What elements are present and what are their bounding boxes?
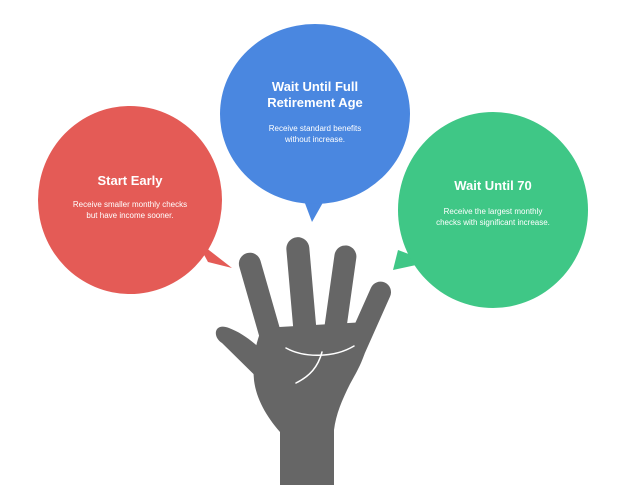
start-early-title: Start Early bbox=[97, 173, 163, 188]
full-retirement-title: Wait Until Full Retirement Age bbox=[267, 79, 363, 110]
wait-70-description: Receive the largest monthly checks with … bbox=[436, 207, 550, 227]
palm-line bbox=[295, 351, 323, 384]
wait-70-title: Wait Until 70 bbox=[454, 178, 532, 193]
full-retirement-description: Receive standard benefits without increa… bbox=[268, 124, 362, 144]
palm-line bbox=[285, 345, 355, 356]
full-retirement-bubble: Wait Until Full Retirement Age Receive s… bbox=[220, 24, 410, 204]
raised-hand-icon bbox=[215, 237, 392, 485]
wait-70-bubble: Wait Until 70 Receive the largest monthl… bbox=[398, 112, 588, 308]
start-early-bubble: Start Early Receive smaller monthly chec… bbox=[38, 106, 222, 294]
start-early-description: Receive smaller monthly checks but have … bbox=[72, 200, 188, 220]
